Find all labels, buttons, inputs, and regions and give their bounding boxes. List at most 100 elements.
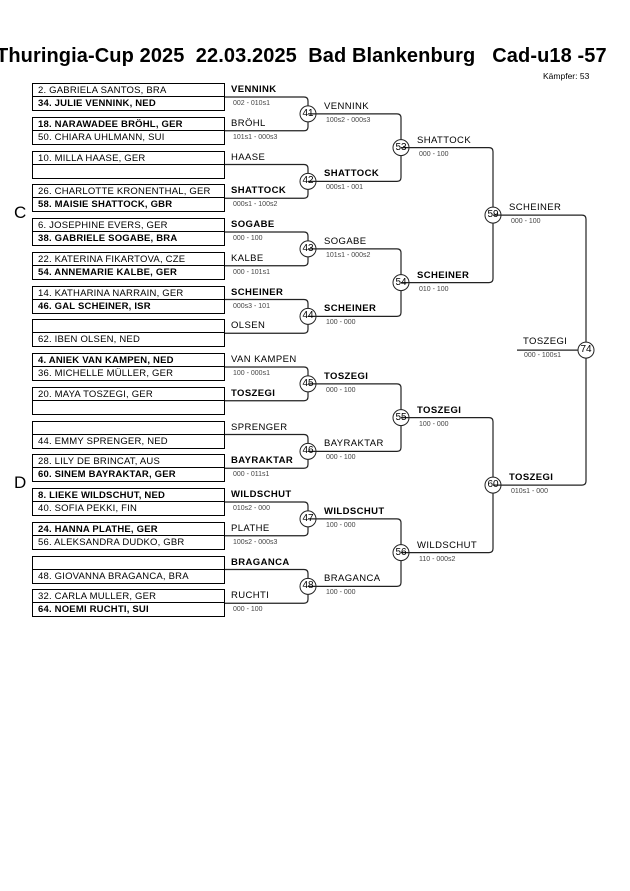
match-score: 000 - 100 bbox=[419, 150, 449, 158]
competitor-top: 28. LILY DE BRINCAT, AUS bbox=[33, 455, 224, 469]
competitor-bottom: 46. GAL SCHEINER, ISR bbox=[38, 300, 151, 312]
match-winner: WILDSCHUT bbox=[231, 489, 292, 500]
match-winner: TOSZEGI bbox=[417, 404, 462, 416]
match-winner: BAYRAKTAR bbox=[231, 455, 294, 467]
match-number: 54 bbox=[395, 276, 407, 288]
connector-line bbox=[225, 96, 309, 114]
final-winner: TOSZEGI bbox=[523, 336, 568, 348]
match-number: 41 bbox=[302, 107, 314, 119]
match-score: 100s2 - 000s3 bbox=[233, 538, 278, 546]
match-score: 000 - 100 bbox=[326, 386, 356, 394]
match-winner: KALBE bbox=[231, 252, 264, 264]
competitor-top: 4. ANIEK VAN KAMPEN, NED bbox=[33, 354, 224, 367]
match-winner: RUCHTI bbox=[231, 590, 270, 602]
entry-pair: 62. IBEN OLSEN, NED bbox=[32, 319, 225, 348]
match-winner: VENNINK bbox=[231, 84, 277, 95]
match-winner: WILDSCHUT bbox=[324, 505, 385, 517]
connector-line bbox=[308, 147, 402, 182]
connector-line bbox=[308, 417, 402, 452]
match-winner: PLATHE bbox=[231, 522, 270, 534]
match-number: 55 bbox=[395, 411, 407, 423]
match-winner: TOSZEGI bbox=[509, 472, 554, 484]
connector-line bbox=[225, 316, 309, 334]
match-number: 46 bbox=[302, 445, 314, 457]
match-winner: SOGABE bbox=[231, 219, 275, 230]
competitor-top: 14. KATHARINA NARRAIN, GER bbox=[33, 287, 224, 300]
match-score: 110 - 000s2 bbox=[419, 555, 456, 563]
competitor-bottom: 56. ALEKSANDRA DUDKO, GBR bbox=[38, 536, 185, 548]
match-score: 101s1 - 000s2 bbox=[326, 251, 371, 259]
entry-pair: 10. MILLA HAASE, GER bbox=[32, 150, 225, 179]
connector-line bbox=[225, 366, 309, 384]
connector-line bbox=[225, 113, 309, 132]
match-score: 000 - 100 bbox=[233, 235, 263, 242]
competitor-top: 22. KATERINA FIKARTOVA, CZE bbox=[33, 253, 224, 266]
match-score: 100s2 - 000s3 bbox=[326, 116, 371, 124]
competitor-top bbox=[33, 422, 224, 435]
competitor-top: 32. CARLA MULLER, GER bbox=[33, 590, 224, 604]
match-number: 60 bbox=[487, 479, 499, 491]
fighter-count: Kämpfer: 53 bbox=[543, 71, 590, 81]
connector-line bbox=[225, 383, 309, 402]
connector-line bbox=[225, 181, 309, 199]
match-score: 000s1 - 100s2 bbox=[233, 201, 278, 209]
competitor-top bbox=[33, 557, 224, 570]
competitor-top: 20. MAYA TOSZEGI, GER bbox=[33, 388, 224, 401]
match-score: 010s1 - 000 bbox=[511, 488, 548, 496]
connector-line bbox=[225, 298, 309, 317]
match-score: 100 - 000 bbox=[326, 521, 356, 529]
match-score: 000 - 100 bbox=[326, 454, 356, 462]
match-winner: SPRENGER bbox=[231, 421, 288, 433]
connector-line bbox=[401, 417, 494, 486]
connector-line bbox=[225, 501, 309, 519]
connector-line bbox=[225, 231, 309, 249]
connector-line bbox=[225, 568, 309, 587]
match-winner: HAASE bbox=[231, 151, 266, 163]
competitor-bottom: 50. CHIARA UHLMANN, SUI bbox=[38, 131, 165, 143]
match-number: 44 bbox=[302, 310, 314, 322]
page-title: Thuringia-Cup 2025 22.03.2025 Bad Blanke… bbox=[0, 45, 607, 67]
connector-line bbox=[308, 113, 402, 148]
competitor-bottom bbox=[33, 165, 224, 178]
competitor-top: 2. GABRIELA SANTOS, BRA bbox=[33, 84, 224, 97]
competitor-bottom: 62. IBEN OLSEN, NED bbox=[38, 334, 141, 346]
match-score: 000 - 101s1 bbox=[233, 268, 270, 276]
competitor-top: 26. CHARLOTTE KRONENTHAL, GER bbox=[33, 185, 224, 199]
match-score: 010 - 100 bbox=[419, 285, 449, 293]
connector-line bbox=[493, 214, 587, 351]
competitor-bottom: 64. NOEMI RUCHTI, SUI bbox=[38, 604, 149, 616]
competitor-top: 18. NARAWADEE BRÖHL, GER bbox=[33, 118, 224, 131]
match-winner: WILDSCHUT bbox=[417, 539, 478, 551]
match-winner: VAN KAMPEN bbox=[231, 354, 297, 365]
competitor-top: 10. MILLA HAASE, GER bbox=[33, 152, 224, 165]
match-winner: SHATTOCK bbox=[231, 185, 287, 197]
match-winner: TOSZEGI bbox=[231, 387, 276, 399]
match-winner: OLSEN bbox=[231, 320, 266, 332]
entry-pair: 44. EMMY SPRENGER, NED bbox=[32, 420, 225, 449]
match-score: 000 - 100 bbox=[233, 606, 263, 614]
connector-line bbox=[308, 282, 402, 317]
connector-line bbox=[308, 518, 402, 553]
match-number: 59 bbox=[487, 209, 499, 221]
match-winner: SHATTOCK bbox=[324, 168, 380, 180]
competitor-top: 24. HANNA PLATHE, GER bbox=[33, 523, 224, 536]
match-score: 000s1 - 001 bbox=[326, 184, 363, 192]
match-number: 43 bbox=[302, 242, 314, 254]
match-score: 100 - 000 bbox=[326, 319, 356, 327]
connector-line bbox=[225, 451, 309, 469]
match-winner: BRAGANCA bbox=[231, 556, 290, 568]
connector-line bbox=[401, 215, 494, 284]
match-number: 42 bbox=[302, 175, 314, 187]
connector-line bbox=[225, 163, 309, 182]
match-winner: SOGABE bbox=[324, 235, 367, 247]
connector-line bbox=[401, 485, 494, 554]
